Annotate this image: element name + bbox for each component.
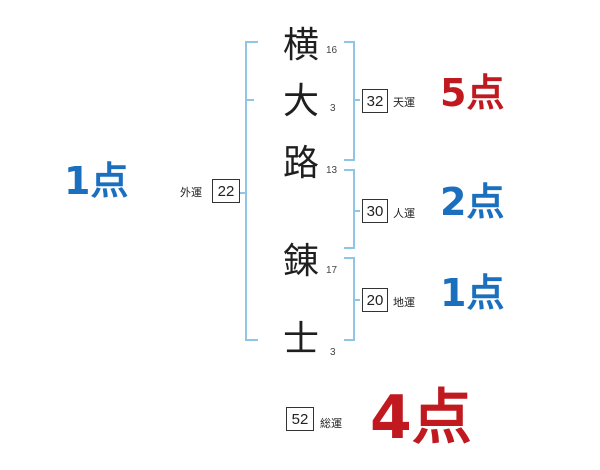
jinun-value-box: 30 <box>362 199 388 223</box>
name-char-3: 路 <box>283 143 320 184</box>
jinun-score: 2点 <box>440 180 505 224</box>
jinun-bracket <box>344 169 355 249</box>
souun-score: 4点 <box>370 383 472 453</box>
name-char-4: 錬 <box>283 241 320 282</box>
stroke-count-2: 3 <box>330 103 336 114</box>
chiun-label: 地運 <box>393 296 415 309</box>
tenun-bracket <box>344 41 355 161</box>
chiun-value-box: 20 <box>362 288 388 312</box>
stroke-count-5: 3 <box>330 347 336 358</box>
stroke-count-1: 16 <box>326 45 338 56</box>
gaiun-value-box: 22 <box>212 179 240 203</box>
jinun-label: 人運 <box>393 207 415 220</box>
chiun-score: 1点 <box>440 271 505 315</box>
chiun-bracket <box>344 257 355 341</box>
stroke-count-4: 17 <box>326 265 338 276</box>
outer-bracket <box>245 41 258 341</box>
name-char-5: 士 <box>283 319 320 360</box>
souun-value-box: 52 <box>286 407 314 431</box>
gaiun-label: 外運 <box>180 186 202 199</box>
souun-label: 総運 <box>320 417 342 430</box>
tenun-label: 天運 <box>393 96 415 109</box>
tenun-score: 5点 <box>440 71 505 115</box>
name-char-1: 横 <box>283 25 320 66</box>
gaiun-score: 1点 <box>64 159 129 203</box>
name-char-2: 大 <box>283 81 320 122</box>
stroke-count-3: 13 <box>326 165 338 176</box>
tenun-value-box: 32 <box>362 89 388 113</box>
